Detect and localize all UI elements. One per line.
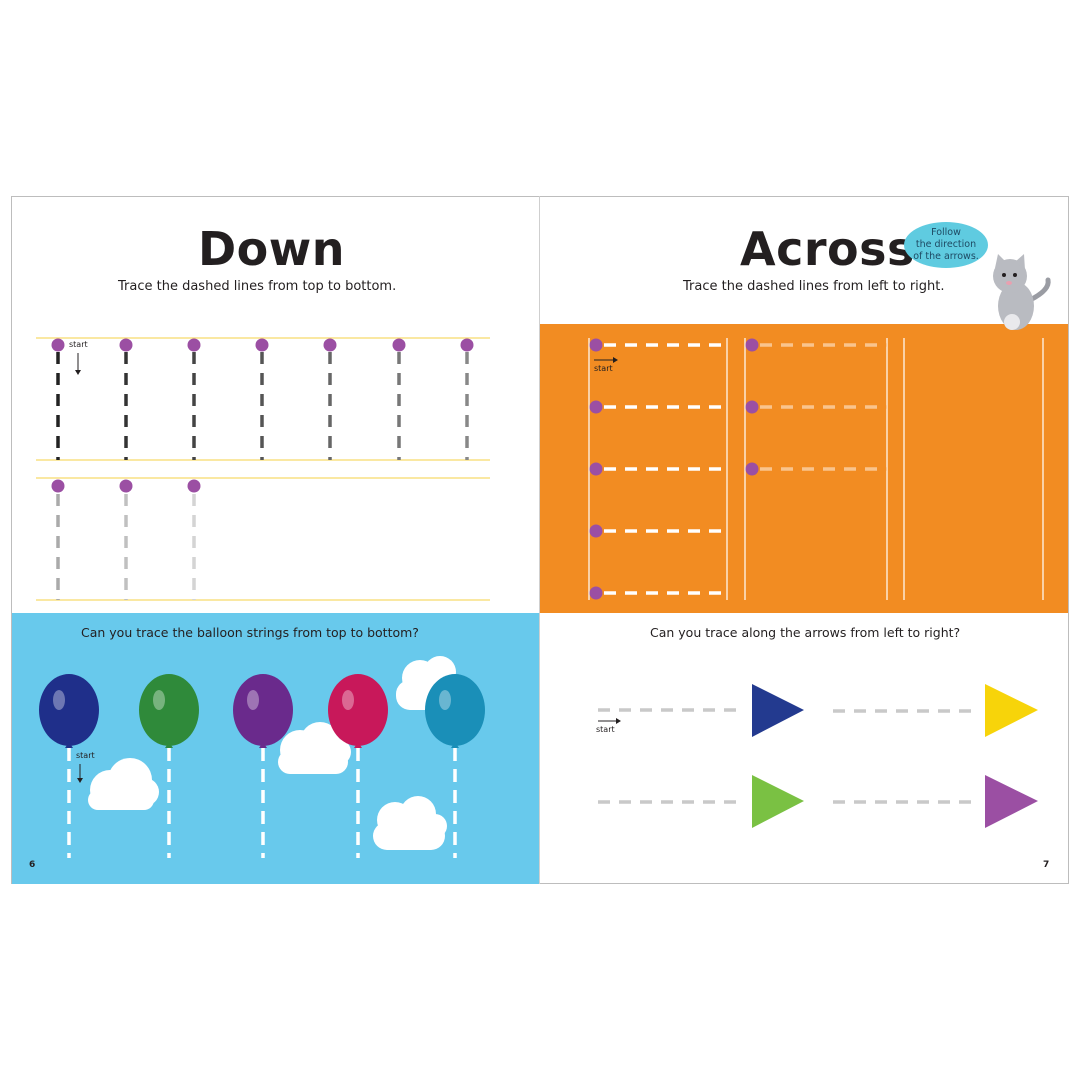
across-guide-lines bbox=[588, 338, 1044, 600]
arrow-green-icon bbox=[752, 775, 804, 828]
across-instructions: Trace the dashed lines from left to righ… bbox=[683, 279, 945, 294]
start-dot bbox=[745, 400, 759, 414]
start-dot bbox=[460, 338, 474, 352]
arrow-trace-lines[interactable] bbox=[598, 708, 980, 804]
down-trace-lines[interactable] bbox=[51, 338, 474, 601]
arrows-prompt: Can you trace along the arrows from left… bbox=[650, 625, 961, 640]
cloud-icon bbox=[278, 722, 351, 774]
balloon-shine bbox=[342, 690, 354, 710]
balloon-knot bbox=[259, 742, 267, 748]
start-dot bbox=[589, 462, 603, 476]
start-arrowhead-icon bbox=[616, 718, 621, 724]
balloon-start-label: start bbox=[76, 751, 95, 760]
page-number-left: 6 bbox=[29, 860, 36, 870]
arrow-blue-icon bbox=[752, 684, 804, 737]
balloon-icon bbox=[139, 674, 199, 746]
page-number-right: 7 bbox=[1043, 860, 1050, 870]
balloon-icon bbox=[425, 674, 485, 746]
start-dot bbox=[392, 338, 406, 352]
balloon-shine bbox=[247, 690, 259, 710]
balloon-shine bbox=[53, 690, 65, 710]
balloon-knot bbox=[165, 742, 173, 748]
cat-icon bbox=[993, 254, 1051, 330]
start-dot bbox=[589, 524, 603, 538]
start-dot bbox=[589, 400, 603, 414]
balloon-prompt: Can you trace the balloon strings from t… bbox=[81, 625, 419, 640]
balloon-icon bbox=[328, 674, 388, 746]
start-dot bbox=[119, 479, 133, 493]
start-arrowhead-icon bbox=[75, 370, 81, 375]
down-instructions: Trace the dashed lines from top to botto… bbox=[118, 279, 397, 294]
arrows-start-label: start bbox=[596, 725, 615, 734]
balloon-knot bbox=[65, 742, 73, 748]
across-start-label: start bbox=[594, 364, 613, 373]
start-dot bbox=[255, 338, 269, 352]
clouds bbox=[88, 656, 456, 850]
start-dot bbox=[589, 338, 603, 352]
speech-line-2: the direction bbox=[915, 239, 977, 250]
start-dot bbox=[187, 479, 201, 493]
across-trace-lines[interactable] bbox=[589, 338, 888, 600]
balloon-knot bbox=[354, 742, 362, 748]
balloon-knot bbox=[451, 742, 459, 748]
start-dot bbox=[589, 586, 603, 600]
speech-line-3: of the arrows. bbox=[913, 251, 979, 262]
balloons bbox=[39, 674, 485, 858]
start-arrowhead-icon bbox=[77, 778, 83, 783]
speech-bubble: Follow the direction of the arrows. bbox=[904, 222, 988, 268]
balloon-icon bbox=[233, 674, 293, 746]
balloon-shine bbox=[153, 690, 165, 710]
start-label: start bbox=[69, 340, 88, 349]
start-dot bbox=[119, 338, 133, 352]
start-arrowhead-icon bbox=[613, 357, 618, 363]
page-title-down: Down bbox=[198, 222, 346, 276]
balloon-icon bbox=[39, 674, 99, 746]
arrow-yellow-icon bbox=[985, 684, 1038, 737]
balloon-shine bbox=[439, 690, 451, 710]
cloud-icon bbox=[373, 796, 447, 850]
speech-line-1: Follow bbox=[931, 227, 961, 238]
start-dot bbox=[187, 338, 201, 352]
start-dot bbox=[51, 479, 65, 493]
page-title-across: Across bbox=[740, 222, 915, 276]
arrow-purple-icon bbox=[985, 775, 1038, 828]
start-dot bbox=[745, 338, 759, 352]
start-dot bbox=[745, 462, 759, 476]
page-fold bbox=[539, 196, 540, 884]
sky-panel bbox=[12, 613, 539, 884]
cloud-icon bbox=[88, 758, 159, 810]
start-dot bbox=[323, 338, 337, 352]
start-dot bbox=[51, 338, 65, 352]
